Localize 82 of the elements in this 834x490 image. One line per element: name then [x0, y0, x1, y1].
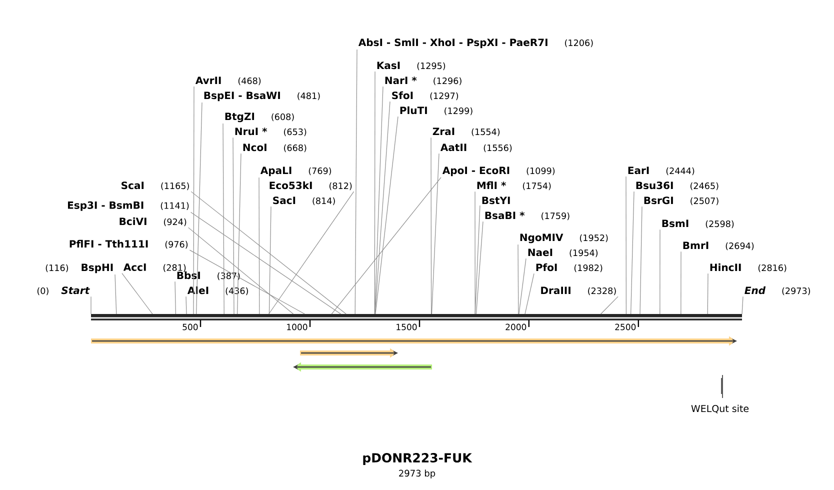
leader-line	[174, 281, 176, 314]
leader-line	[518, 244, 519, 314]
tick-label: 2500	[615, 324, 636, 330]
site-label: NruI * (653)	[235, 128, 306, 136]
tick-label: 1500	[396, 324, 417, 330]
feature-label: WELQut site	[691, 404, 749, 414]
site-label: EarI (2444)	[628, 166, 694, 176]
site-label: NgoMIV (1952)	[520, 234, 608, 244]
site-label: MflI * (1754)	[477, 181, 551, 190]
site-label: PfoI (1982)	[536, 263, 602, 272]
leader-line	[630, 191, 634, 314]
leader-line	[193, 86, 194, 314]
site-label: BspEI - BsaWI (481)	[204, 92, 320, 102]
site-label: HincII (2816)	[710, 263, 786, 272]
leader-line	[268, 191, 354, 314]
leader-line	[518, 258, 526, 314]
leader-line	[707, 273, 708, 314]
site-label: BciVI (924)	[120, 217, 186, 226]
leader-line	[90, 296, 92, 314]
site-label: BsrGI (2507)	[644, 196, 718, 206]
leader-line	[374, 101, 390, 314]
site-label: BbsI (387)	[177, 271, 240, 280]
title: pDONR223-FUK	[363, 453, 472, 465]
site-label: BstYI	[482, 196, 510, 204]
site-label: (0) Start	[37, 286, 90, 296]
leader-line	[640, 206, 642, 314]
site-label: SfoI (1297)	[392, 91, 458, 100]
leader-line	[375, 116, 398, 314]
leader-line	[476, 221, 484, 314]
site-label: ScaI (1165)	[122, 182, 189, 190]
leader-line	[258, 177, 260, 314]
site-label: AbsI - SmlI - XhoI - PspXI - PaeR7I (1206)	[358, 38, 593, 48]
site-label: BmrI (2694)	[683, 242, 754, 250]
tick-label: 1000	[287, 324, 308, 330]
leader-line	[222, 123, 224, 314]
leader-line	[196, 102, 202, 314]
site-label: Bsu36I (2465)	[636, 182, 718, 190]
site-label: PluTI (1299)	[400, 106, 472, 116]
site-label: NaeI (1954)	[528, 248, 598, 258]
site-label: BsmI (2598)	[662, 220, 734, 228]
leader-line	[374, 86, 384, 314]
site-label: NarI * (1296)	[385, 76, 462, 86]
leader-line	[268, 206, 272, 314]
tick-label: 500	[182, 324, 198, 330]
site-label: BsaBI * (1759)	[485, 212, 570, 220]
leader-line	[232, 137, 234, 314]
site-label: AatII (1556)	[440, 144, 512, 152]
site-label: NcoI (668)	[243, 144, 306, 152]
site-label: KasI (1295)	[377, 62, 446, 70]
leader-line	[600, 296, 618, 314]
site-label: PflFI - Tth111I (976)	[70, 240, 188, 249]
leader-line	[680, 251, 682, 314]
leader-line	[114, 274, 117, 314]
leader-line	[474, 205, 480, 314]
site-label: DraIII (2328)	[541, 286, 616, 296]
caption: 2973 bp	[399, 470, 436, 478]
site-label: Esp3I - BsmBI (1141)	[68, 201, 189, 211]
site-label: End (2973)	[744, 286, 810, 296]
site-label: AccI (281)	[123, 264, 186, 272]
tick-label: 2000	[506, 324, 526, 330]
leader-line	[190, 212, 342, 314]
site-label: BtgZI (608)	[225, 112, 294, 122]
leader-line	[190, 191, 346, 314]
site-label: ApaLI (769)	[260, 166, 332, 176]
leader-line	[188, 227, 294, 314]
site-label: AvrII (468)	[195, 76, 261, 86]
leader-line	[430, 137, 432, 314]
leader-line	[237, 153, 242, 314]
leader-line	[189, 250, 305, 314]
leader-line	[524, 273, 534, 314]
site-label: ZraI (1554)	[432, 128, 500, 136]
leader-line	[431, 153, 440, 314]
leader-line	[122, 273, 153, 314]
leader-line	[186, 296, 187, 314]
leader-line	[354, 49, 358, 314]
leader-line	[331, 177, 442, 314]
site-label: SacI (814)	[273, 196, 335, 206]
site-label: AleI (436)	[187, 286, 248, 296]
leader-line	[742, 296, 744, 314]
site-label: (116) BspHI	[46, 264, 113, 274]
site-label: Eco53kI (812)	[270, 181, 352, 190]
site-label: ApoI - EcoRI (1099)	[442, 166, 555, 176]
